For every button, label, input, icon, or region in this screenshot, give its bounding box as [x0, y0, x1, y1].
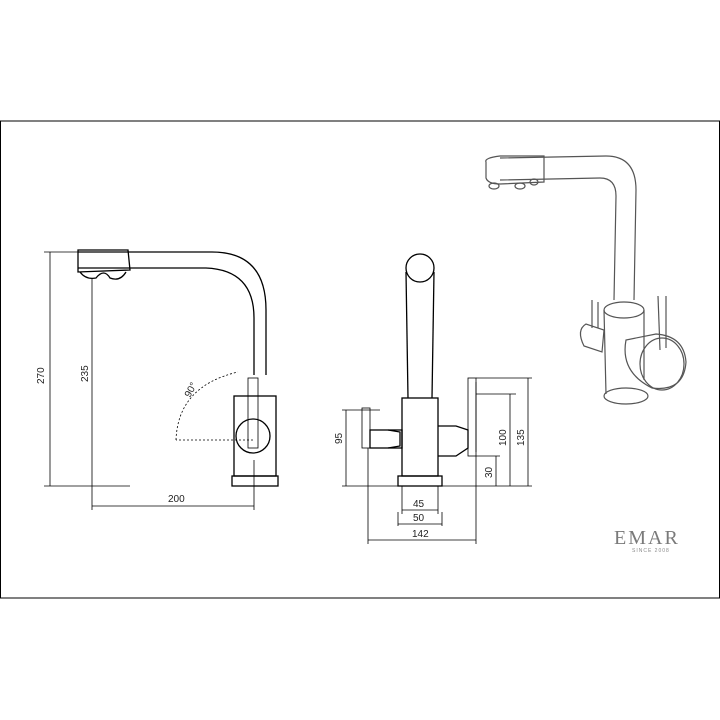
front-view: 95 45 50 142 100 135 30 — [334, 253, 532, 544]
dim-142-label: 142 — [412, 529, 429, 540]
dim-270-label: 270 — [36, 367, 47, 384]
drawing-border — [0, 120, 720, 599]
brand-logo: EMAR SINCE 2008 — [614, 527, 680, 554]
brand-name: EMAR — [614, 527, 680, 549]
dim-50-label: 50 — [413, 513, 425, 524]
perspective-view — [485, 155, 687, 405]
dim-135-label: 135 — [516, 429, 527, 446]
dim-200-label: 200 — [168, 494, 185, 505]
dim-235-label: 235 — [80, 365, 91, 382]
dim-95-label: 95 — [334, 432, 345, 444]
side-view: 90° 270 235 200 — [36, 249, 279, 510]
rotation-label: 90° — [183, 381, 200, 400]
dim-45-label: 45 — [413, 499, 425, 510]
dim-100-label: 100 — [498, 429, 509, 446]
brand-tagline: SINCE 2008 — [632, 548, 670, 554]
dim-30-label: 30 — [484, 466, 495, 478]
